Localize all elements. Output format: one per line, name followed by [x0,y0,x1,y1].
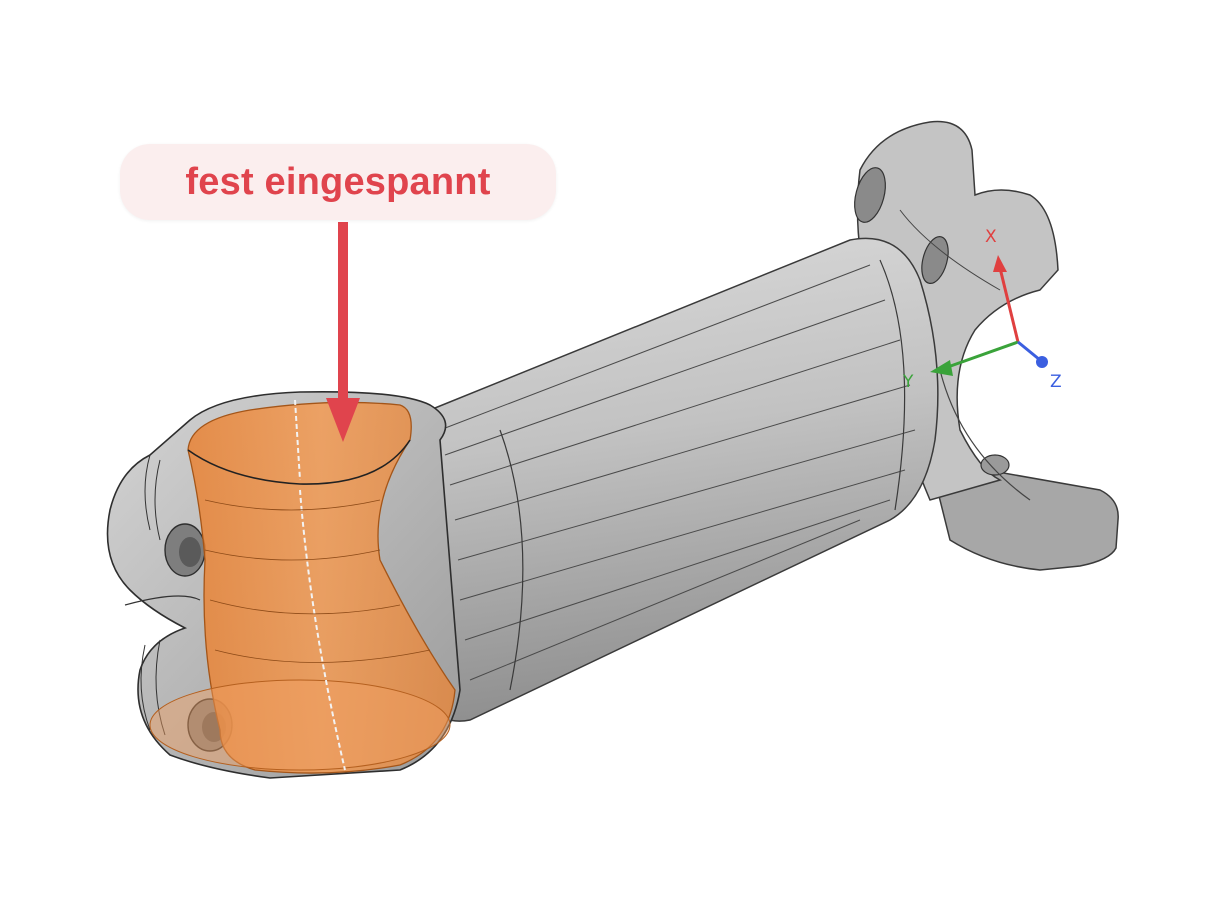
fixed-face-highlight [149,399,456,774]
callout-label: fest eingespannt [185,160,491,203]
x-axis-label: X [985,227,997,247]
z-axis-label: Z [1050,372,1062,392]
fixed-support-callout: fest eingespannt [120,144,556,220]
y-axis-label: Y [902,372,914,392]
y-axis-arrowhead [930,360,953,376]
axis-triad[interactable]: X Y Z [902,227,1062,392]
y-axis-arrow [944,340,1019,370]
stem-tube [409,237,939,722]
z-axis-arrowhead [1036,356,1048,368]
x-axis-arrowhead [993,255,1007,272]
x-axis-arrow [998,267,1020,343]
callout-arrow [326,222,360,442]
z-axis-arrow [1017,340,1041,362]
